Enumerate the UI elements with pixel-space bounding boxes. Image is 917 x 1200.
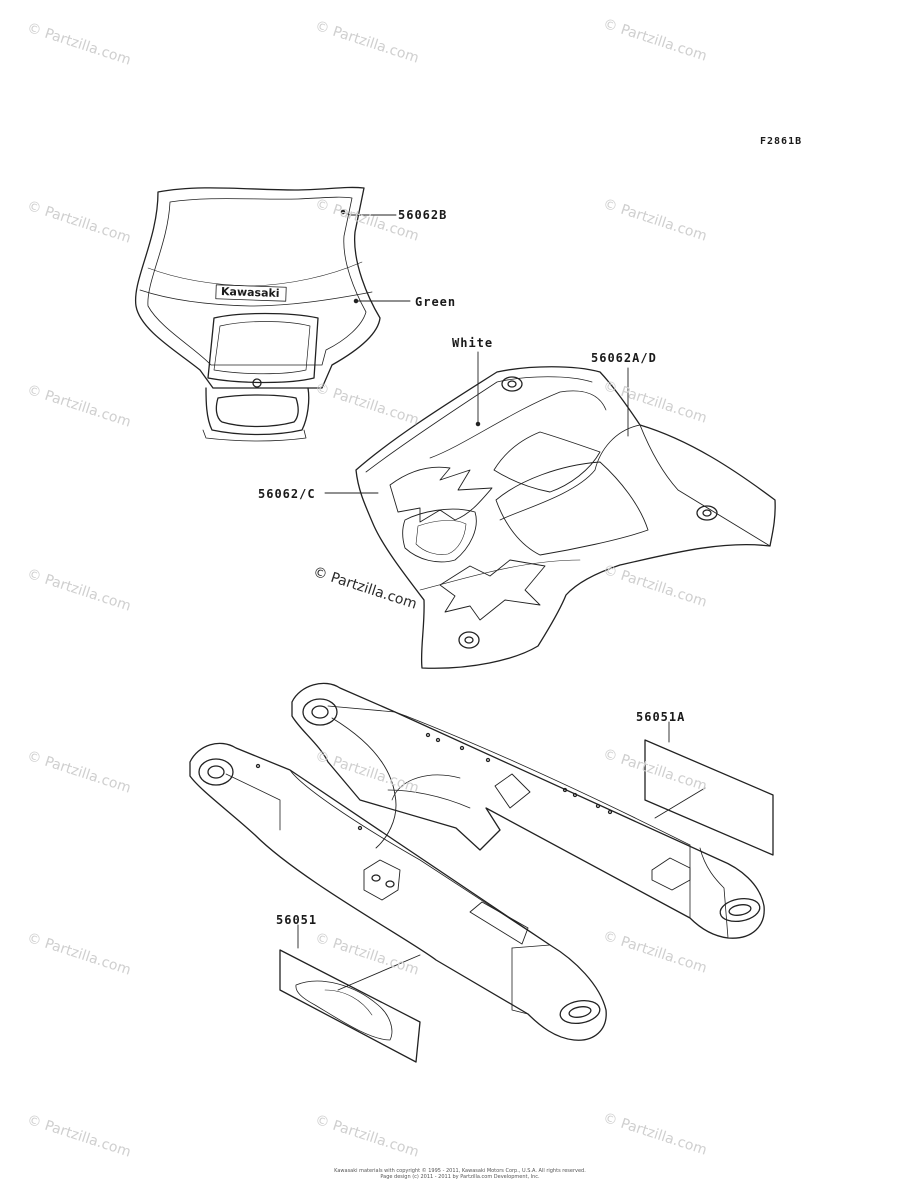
label-headlight-decal: 56062B — [398, 208, 448, 222]
kawasaki-logo: Kawasaki — [220, 284, 280, 301]
label-shroud-color: White — [452, 336, 494, 350]
swingarm — [189, 682, 774, 1063]
radiator-shroud — [324, 351, 776, 669]
swingarm-label-right-decal — [644, 739, 774, 856]
swingarm-label-left-decal — [279, 949, 421, 1063]
copyright-line-2: Page design (c) 2011 - 2011 by Partzilla… — [380, 1174, 540, 1181]
label-swingarm-right: 56051A — [636, 710, 686, 724]
copyright-line-1: Kawasaki materials with copyright © 1995… — [334, 1168, 586, 1174]
label-swingarm-left: 56051 — [276, 913, 318, 927]
figure-code: F2861B — [760, 136, 803, 147]
label-shroud-decal-lower: 56062/C — [258, 487, 316, 501]
label-headlight-color: Green — [415, 295, 457, 309]
copyright-footer: Kawasaki materials with copyright © 1995… — [300, 1168, 620, 1181]
label-shroud-decal-upper: 56062A/D — [591, 351, 657, 365]
headlight-cowl — [134, 186, 411, 442]
